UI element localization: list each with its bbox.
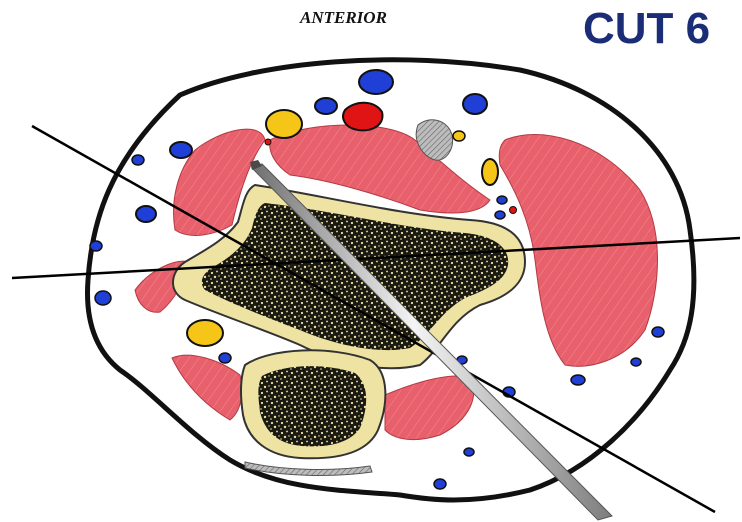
vein <box>497 196 507 204</box>
vein <box>631 358 641 366</box>
vein <box>359 70 393 94</box>
vein <box>219 353 231 363</box>
bone-small-marrow <box>258 366 366 446</box>
vein <box>571 375 585 385</box>
vein <box>434 479 446 489</box>
vein <box>90 241 102 251</box>
nerve-left <box>187 320 223 346</box>
nerve-anterior <box>266 110 302 138</box>
nerve-right <box>482 159 498 185</box>
vein <box>495 211 505 219</box>
small-artery <box>510 207 517 214</box>
vein <box>464 448 474 456</box>
vein <box>136 206 156 222</box>
vein <box>463 94 487 114</box>
nerve-small <box>453 131 465 141</box>
vein <box>132 155 144 165</box>
vein <box>95 291 111 305</box>
vein <box>652 327 664 337</box>
vein <box>170 142 192 158</box>
small-artery <box>265 139 271 145</box>
vein <box>315 98 337 114</box>
artery <box>343 103 382 131</box>
